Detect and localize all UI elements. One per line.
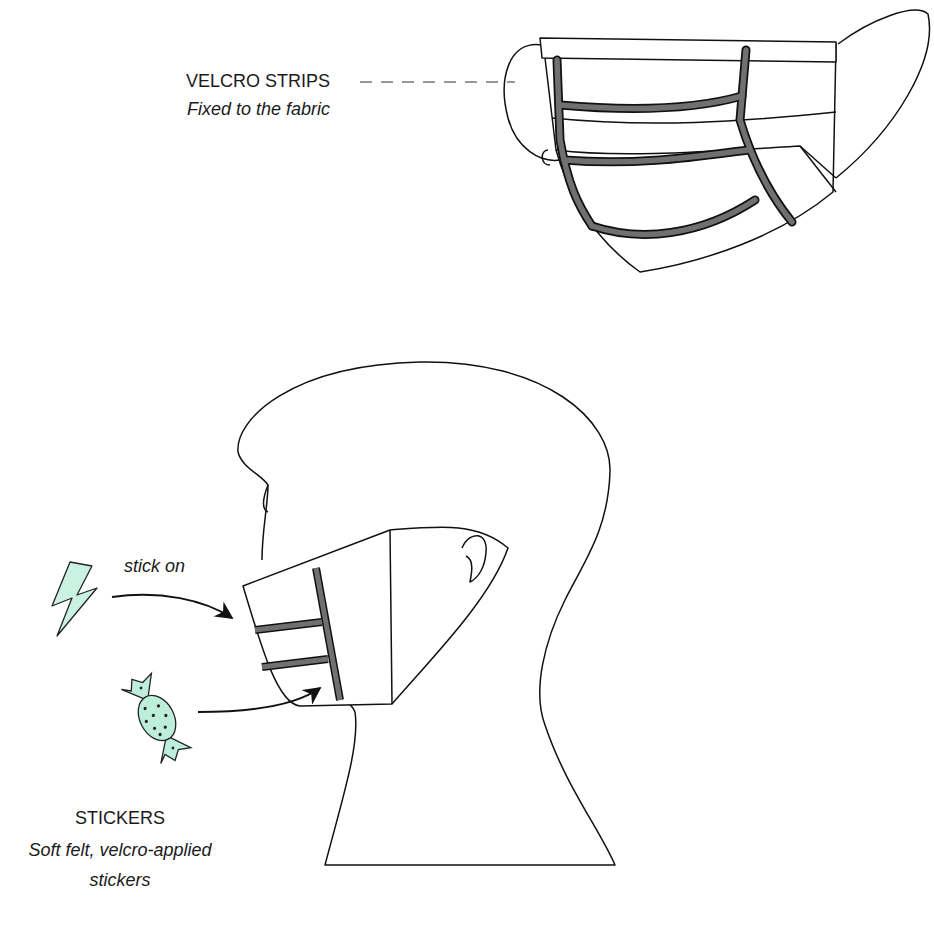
note-text: stick on — [124, 551, 234, 581]
leader-line — [360, 81, 515, 82]
mask-drawing — [504, 10, 929, 272]
velcro-strips — [557, 50, 792, 234]
stick-arrow — [112, 595, 232, 618]
mask-velcro — [255, 568, 340, 700]
part-label: VELCRO STRIPS — [70, 66, 330, 96]
child-head — [238, 362, 615, 865]
stick-arrow — [198, 688, 320, 712]
candy-sticker — [120, 669, 194, 767]
part-label: STICKERS — [10, 803, 230, 833]
worn-mask — [243, 527, 508, 706]
note-text: Soft felt, velcro-applied stickers — [6, 835, 234, 895]
note-text: Fixed to the fabric — [70, 94, 330, 124]
lightning-sticker — [52, 562, 97, 636]
